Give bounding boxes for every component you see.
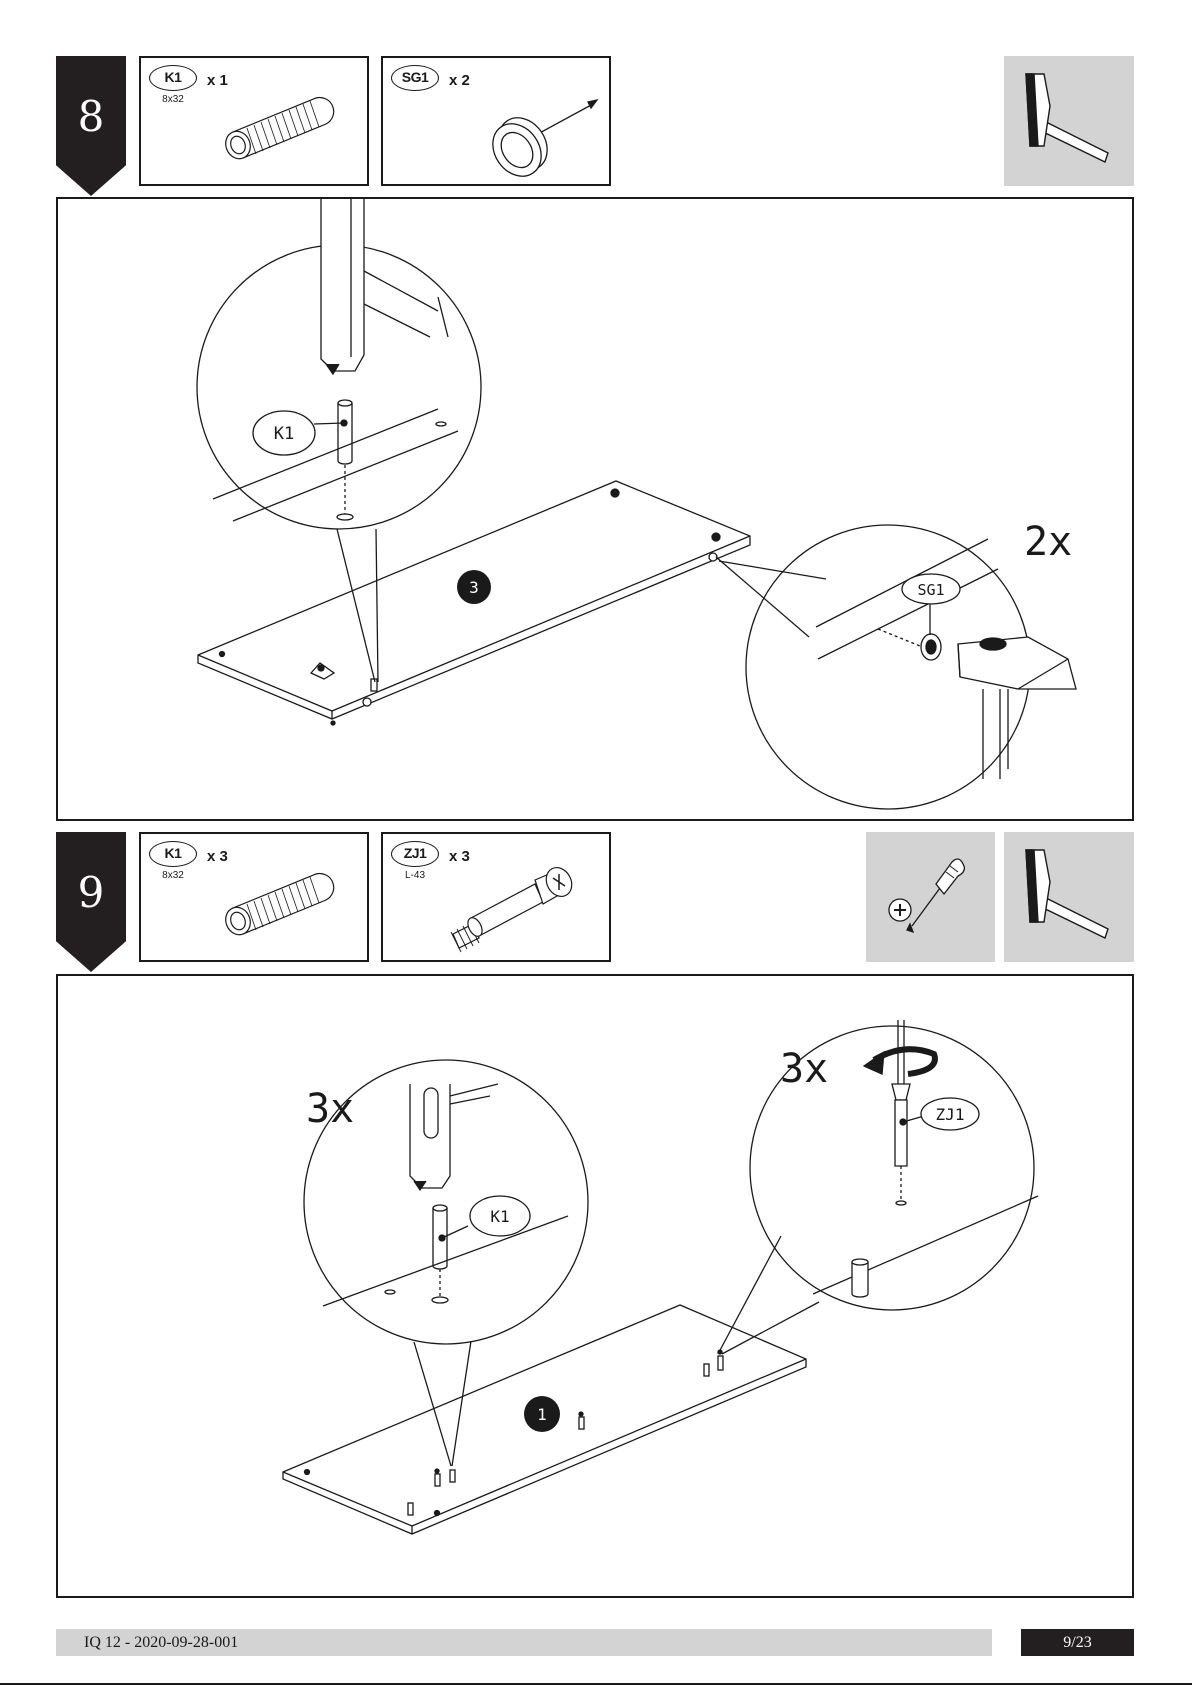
step-number: 8 (56, 96, 126, 138)
tool-box-screwdriver (866, 832, 995, 962)
step-9-panel: K1 ZJ1 3x 3x 1 (56, 974, 1134, 1598)
callout-label-k1: K1 (490, 1207, 509, 1226)
part-box-zj1: ZJ1 x 3 L-43 (381, 832, 611, 962)
panel-number-badge: 1 (537, 1405, 547, 1424)
part-box-k1: K1 x 3 8x32 (139, 832, 369, 962)
cam-bolt-icon (383, 834, 613, 964)
step-8-illustration: K1 SG1 2x 3 (58, 199, 1136, 823)
glide-nail-icon (383, 58, 613, 188)
part-box-k1: K1 x 1 8x32 (139, 56, 369, 186)
screwdriver-icon (866, 832, 995, 962)
page-number: 9/23 (1021, 1629, 1134, 1656)
step-marker: 8 (56, 56, 126, 196)
document-id: IQ 12 - 2020-09-28-001 (56, 1629, 992, 1656)
hammer-icon (1004, 56, 1134, 186)
hammer-icon (1004, 832, 1134, 962)
callout-label-sg1: SG1 (917, 581, 944, 599)
part-box-sg1: SG1 x 2 (381, 56, 611, 186)
callout-count-left: 3x (306, 1086, 354, 1132)
step-number: 9 (56, 872, 126, 914)
callout-count-right: 3x (780, 1046, 828, 1092)
tool-box-hammer (1004, 832, 1134, 962)
step-8-panel: K1 SG1 2x 3 (56, 197, 1134, 821)
callout-label-k1: K1 (274, 424, 294, 444)
step-9-illustration: K1 ZJ1 3x 3x 1 (58, 976, 1136, 1600)
dowel-icon (141, 58, 371, 188)
step-marker: 9 (56, 832, 126, 972)
panel-number-badge: 3 (469, 578, 479, 597)
callout-label-zj1: ZJ1 (936, 1105, 965, 1124)
dowel-icon (141, 834, 371, 964)
tool-box-hammer (1004, 56, 1134, 186)
callout-count: 2x (1024, 519, 1072, 565)
